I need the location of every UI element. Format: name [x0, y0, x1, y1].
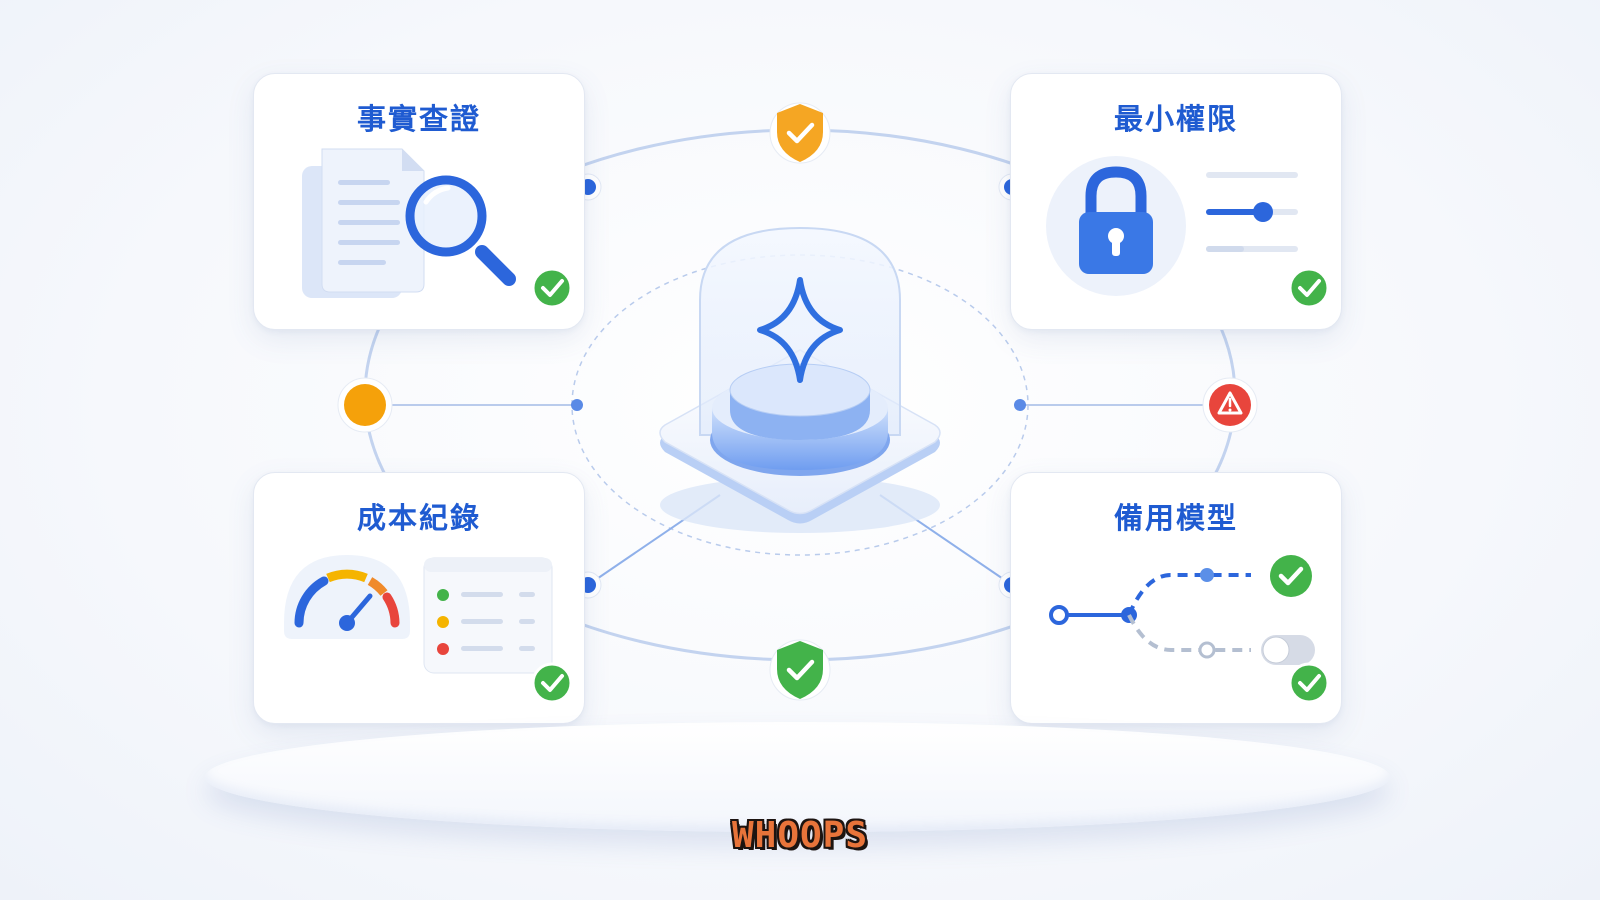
warning-icon-right	[1202, 377, 1258, 433]
card-art-cost-logging	[284, 555, 573, 704]
lock-icon	[1079, 166, 1153, 274]
check-icon	[1288, 662, 1330, 704]
card-fact-check[interactable]: 事實查證	[253, 73, 585, 330]
card-fallback-model[interactable]: 備用模型	[1010, 472, 1342, 724]
card-art-fact-check	[302, 148, 573, 309]
card-title-cost-logging: 成本紀錄	[356, 501, 481, 535]
check-icon	[1288, 267, 1330, 309]
whoops-label: WHOOPS	[731, 815, 869, 856]
log-list-icon	[423, 557, 553, 674]
status-dot-left	[337, 377, 393, 433]
sparkle-icon	[757, 277, 843, 383]
card-art-fallback-model	[1049, 555, 1330, 704]
card-cost-logging[interactable]: 成本紀錄	[253, 472, 585, 724]
shield-check-icon-top	[769, 102, 831, 164]
document-icon	[302, 148, 425, 298]
central-hub	[659, 226, 941, 533]
card-title-fact-check: 事實查證	[356, 102, 481, 136]
card-art-least-privilege	[1046, 156, 1330, 309]
check-icon	[531, 662, 573, 704]
base-platform	[205, 722, 1390, 832]
gauge-icon	[284, 555, 410, 639]
card-least-privilege[interactable]: 最小權限	[1010, 73, 1342, 330]
card-title-least-privilege: 最小權限	[1113, 102, 1238, 136]
fallback-route-icon	[1049, 568, 1251, 659]
card-title-fallback-model: 備用模型	[1113, 501, 1238, 535]
permission-slider-icon	[1206, 172, 1298, 252]
shield-check-icon-bottom	[769, 639, 831, 701]
check-icon-route	[1270, 555, 1312, 597]
right-connector-dot	[1014, 399, 1026, 411]
check-icon	[531, 267, 573, 309]
magnifier-icon	[405, 175, 516, 286]
toggle-switch-icon	[1261, 635, 1315, 665]
left-connector-dot	[571, 399, 583, 411]
